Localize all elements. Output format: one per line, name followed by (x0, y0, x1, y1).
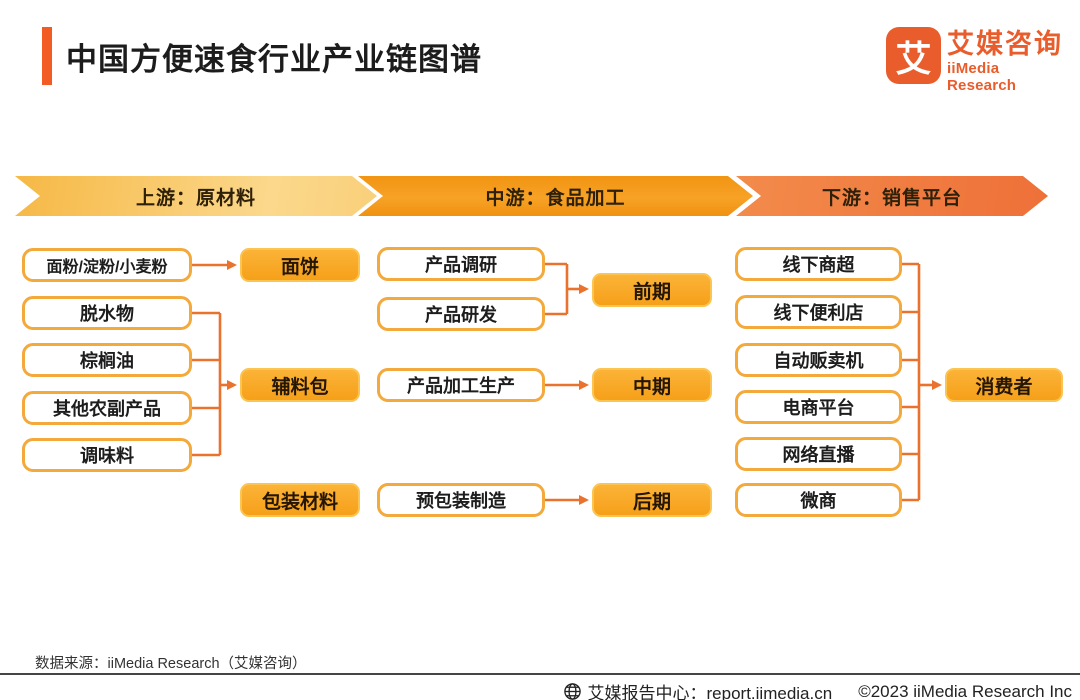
node-process: 预包装制造 (377, 483, 545, 517)
node-channel: 自动贩卖机 (735, 343, 902, 377)
node-component: 包装材料 (240, 483, 360, 517)
title-accent-bar (42, 27, 52, 85)
node-process: 产品调研 (377, 247, 545, 281)
node-raw-material: 其他农副产品 (22, 391, 192, 425)
node-component: 面饼 (240, 248, 360, 282)
node-process: 产品加工生产 (377, 368, 545, 402)
data-source-note: 数据来源：iiMedia Research（艾媒咨询） (35, 656, 307, 672)
node-raw-material: 棕榈油 (22, 343, 192, 377)
node-channel: 线下便利店 (735, 295, 902, 329)
node-component: 辅料包 (240, 368, 360, 402)
footer-info: 艾媒报告中心：report.iimedia.cn ©2023 iiMedia R… (563, 679, 1072, 700)
footer-divider (0, 673, 1080, 675)
banner-upstream: 上游：原材料 (15, 176, 377, 216)
node-raw-material: 脱水物 (22, 296, 192, 330)
footer-copyright: ©2023 iiMedia Research Inc (858, 681, 1072, 700)
node-raw-material: 面粉/淀粉/小麦粉 (22, 248, 192, 282)
banner-midstream: 中游：食品加工 (358, 176, 753, 216)
logo-glyph: 艾 (895, 37, 932, 79)
node-channel: 电商平台 (735, 390, 902, 424)
node-channel: 线下商超 (735, 247, 902, 281)
page-title: 中国方便速食行业产业链图谱 (66, 42, 482, 77)
brand-name-cn: 艾媒咨询 (947, 29, 1063, 59)
globe-icon (563, 683, 581, 700)
node-stage: 前期 (592, 273, 712, 307)
node-stage: 中期 (592, 368, 712, 402)
node-process: 产品研发 (377, 297, 545, 331)
node-stage: 后期 (592, 483, 712, 517)
node-channel: 微商 (735, 483, 902, 517)
iimedia-logo-icon: 艾 (886, 27, 941, 84)
node-channel: 网络直播 (735, 437, 902, 471)
node-consumer: 消费者 (945, 368, 1063, 402)
footer-report-center: 艾媒报告中心：report.iimedia.cn (587, 684, 833, 700)
brand-block: 艾媒咨询 iiMedia Research (947, 29, 1072, 95)
brand-name-en: iiMedia Research (947, 60, 1017, 95)
banner-downstream: 下游：销售平台 (736, 176, 1048, 216)
node-raw-material: 调味料 (22, 438, 192, 472)
